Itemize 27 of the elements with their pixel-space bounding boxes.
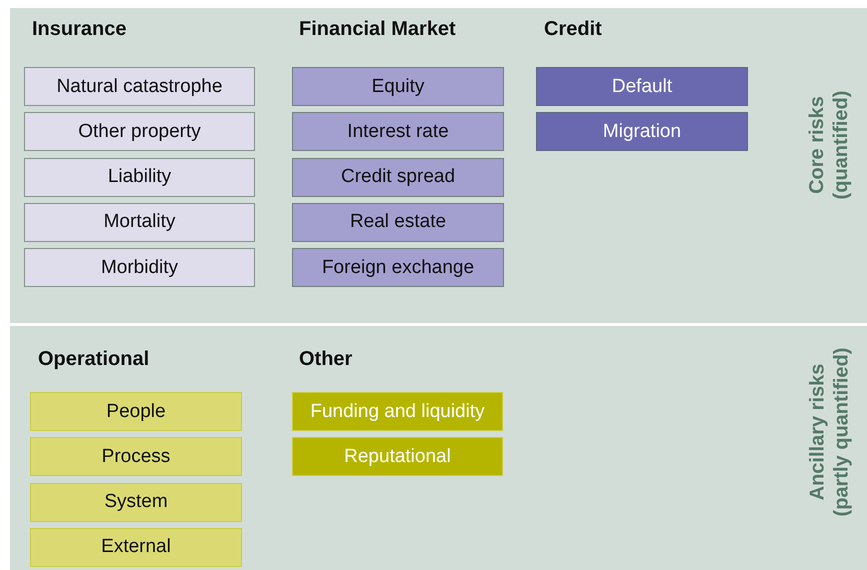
column-heading: Credit: [544, 18, 602, 41]
category-band: [10, 8, 867, 323]
risk-box: Process: [30, 437, 242, 476]
risk-box: Liability: [24, 158, 255, 197]
risk-box: Natural catastrophe: [24, 67, 255, 106]
band-label: Ancillary risks (partly quantified): [805, 346, 853, 518]
risk-box: Reputational: [292, 437, 503, 476]
risk-box: Foreign exchange: [292, 248, 504, 288]
risk-box: Default: [536, 67, 748, 106]
risk-box: Funding and liquidity: [292, 392, 503, 431]
column-heading: Operational: [38, 348, 150, 371]
risk-box: Real estate: [292, 202, 504, 242]
risk-box: Credit spread: [292, 158, 504, 197]
risk-box: Migration: [536, 112, 748, 152]
category-band: [10, 326, 867, 570]
band-label: Core risks (quantified): [805, 90, 853, 202]
risk-box: Mortality: [24, 202, 255, 242]
column-heading: Insurance: [32, 18, 126, 41]
risk-box: External: [30, 528, 242, 567]
risk-box: Other property: [24, 112, 255, 152]
risk-box: Interest rate: [292, 112, 504, 152]
risk-box: System: [30, 482, 242, 522]
column-heading: Financial Market: [299, 18, 456, 41]
risk-box: People: [30, 392, 242, 431]
risk-box: Equity: [292, 67, 504, 106]
risk-box: Morbidity: [24, 248, 255, 288]
column-heading: Other: [299, 348, 352, 371]
